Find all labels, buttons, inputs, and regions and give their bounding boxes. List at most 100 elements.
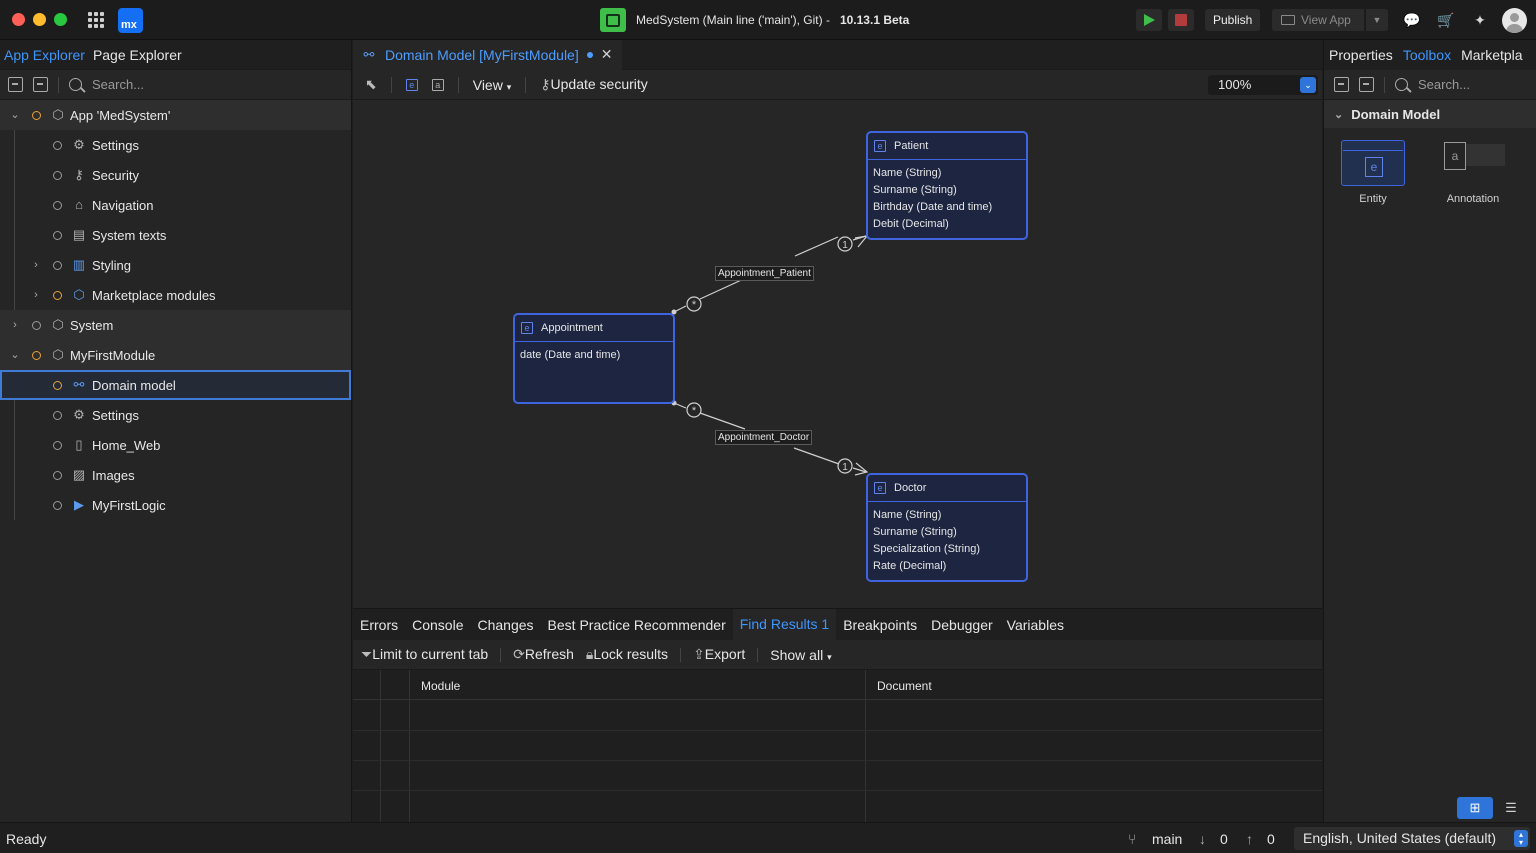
tree-item-module-settings[interactable]: ⚙ Settings	[0, 400, 351, 430]
tree-item-navigation[interactable]: ⌂ Navigation	[0, 190, 351, 220]
view-menu[interactable]: View ▾	[473, 77, 512, 93]
tab-best-practice-recommender[interactable]: Best Practice Recommender	[547, 616, 726, 633]
entity-attribute[interactable]: Name (String)	[873, 167, 942, 179]
tab-variables[interactable]: Variables	[1006, 616, 1064, 633]
branch-name[interactable]: main	[1152, 831, 1183, 847]
minimize-window-button[interactable]	[33, 13, 46, 26]
tab-domain-model[interactable]: ⚯ Domain Model [MyFirstModule] ✕	[353, 39, 623, 70]
tree-item-home-web[interactable]: ▯ Home_Web	[0, 430, 351, 460]
association-label-appointment-patient[interactable]: Appointment_Patient	[715, 266, 814, 281]
toolbox-search-input[interactable]: Search...	[1418, 77, 1471, 92]
chevron-down-icon[interactable]: ⌄	[1300, 77, 1316, 93]
user-avatar[interactable]	[1502, 8, 1527, 33]
publish-button[interactable]: Publish	[1205, 9, 1261, 31]
tree-item-logic[interactable]: ▶ MyFirstLogic	[0, 490, 351, 520]
app-grid-icon[interactable]	[88, 12, 104, 28]
entity-attribute[interactable]: Birthday (Date and time)	[873, 201, 993, 213]
tree-item-styling[interactable]: › ▥ Styling	[0, 250, 351, 280]
tree-item-system-texts[interactable]: ▤ System texts	[0, 220, 351, 250]
tab-breakpoints[interactable]: Breakpoints	[843, 616, 918, 633]
entity-header: e Patient	[868, 133, 1026, 160]
chevron-down-icon[interactable]: ⌄	[10, 349, 20, 361]
stop-button[interactable]	[1168, 9, 1194, 31]
tab-properties[interactable]: Properties	[1329, 47, 1393, 63]
chevron-down-icon[interactable]: ⌄	[1334, 108, 1344, 121]
tab-toolbox[interactable]: Toolbox	[1402, 47, 1452, 63]
entity-attribute[interactable]: Name (String)	[873, 509, 942, 521]
list-view-icon[interactable]: ☰	[1505, 800, 1517, 815]
entity-attribute[interactable]: Specialization (String)	[873, 543, 980, 555]
chevron-right-icon[interactable]: ›	[34, 259, 38, 271]
entity-patient[interactable]: e Patient Name (String) Surname (String)…	[866, 131, 1028, 240]
collapse-all-icon[interactable]	[1334, 77, 1349, 92]
find-results-toolbar: ⏷Limit to current tab ⟳Refresh 🔒︎Lock re…	[353, 640, 1322, 670]
close-window-button[interactable]	[12, 13, 25, 26]
add-entity-icon[interactable]: e	[405, 78, 418, 91]
tab-debugger[interactable]: Debugger	[931, 616, 993, 633]
chevron-right-icon[interactable]: ›	[34, 289, 38, 301]
view-app-dropdown[interactable]: ▼	[1366, 9, 1388, 31]
tab-errors[interactable]: Errors	[360, 616, 399, 633]
incoming-count[interactable]: 0	[1220, 831, 1228, 847]
show-all-dropdown[interactable]: Show all ▾	[770, 647, 831, 663]
association-label-appointment-doctor[interactable]: Appointment_Doctor	[715, 430, 813, 445]
add-annotation-icon[interactable]: a	[431, 78, 444, 91]
entity-attribute[interactable]: date (Date and time)	[520, 349, 621, 361]
entity-header: e Doctor	[868, 475, 1026, 502]
tree-item-settings[interactable]: ⚙ Settings	[0, 130, 351, 160]
gear-icon: ⚙	[73, 407, 85, 422]
limit-to-current-tab-button[interactable]: ⏷Limit to current tab	[361, 646, 488, 663]
view-app-button[interactable]: View App	[1272, 9, 1364, 31]
column-header-document[interactable]: Document	[877, 679, 932, 693]
outgoing-count[interactable]: 0	[1267, 831, 1275, 847]
chevron-right-icon[interactable]: ›	[13, 319, 17, 331]
refresh-button[interactable]: ⟳Refresh	[513, 646, 574, 663]
tab-console[interactable]: Console	[412, 616, 464, 633]
tree-item-domain-model[interactable]: ⚯ Domain model	[0, 370, 351, 400]
tab-page-explorer[interactable]: Page Explorer	[92, 46, 182, 63]
tab-find-results[interactable]: Find Results 1	[732, 609, 837, 640]
tree-item-images[interactable]: ▨ Images	[0, 460, 351, 490]
language-select[interactable]: English, United States (default) ▴▾	[1294, 827, 1530, 850]
chevron-down-icon[interactable]: ⌄	[10, 109, 20, 121]
expand-all-icon[interactable]	[1359, 77, 1374, 92]
tree-item-app[interactable]: ⌄ ⬡ App 'MedSystem'	[0, 100, 351, 130]
expand-all-icon[interactable]	[33, 77, 48, 92]
diagram-canvas[interactable]: * 1 * 1 Appointment_Patient Appointment_…	[353, 100, 1322, 608]
toolbox-item-entity[interactable]: e Entity	[1333, 140, 1413, 205]
toolbox-item-annotation[interactable]: a Annotation	[1433, 140, 1513, 205]
tab-app-explorer[interactable]: App Explorer	[4, 46, 85, 63]
association-line[interactable]	[699, 412, 746, 430]
chat-icon[interactable]: 💬	[1403, 12, 1421, 28]
app-explorer-search-input[interactable]: Search...	[92, 77, 145, 92]
association-line[interactable]	[793, 447, 840, 465]
lock-results-button[interactable]: 🔒︎Lock results	[586, 646, 668, 663]
association-line[interactable]	[852, 467, 867, 473]
toolbox-section-domain-model[interactable]: ⌄ Domain Model	[1324, 100, 1536, 128]
tree-item-marketplace-modules[interactable]: › ⬡ Marketplace modules	[0, 280, 351, 310]
tree-item-system[interactable]: › ⬡ System	[0, 310, 351, 340]
export-button[interactable]: ⇪Export	[693, 646, 745, 663]
run-button[interactable]	[1136, 9, 1162, 31]
column-header-module[interactable]: Module	[421, 679, 461, 693]
assist-sparkle-icon[interactable]: ✦	[1474, 12, 1486, 28]
entity-attribute[interactable]: Surname (String)	[873, 526, 957, 538]
tree-item-module[interactable]: ⌄ ⬡ MyFirstModule	[0, 340, 351, 370]
tab-marketplace[interactable]: Marketpla	[1461, 47, 1523, 63]
update-security-button[interactable]: ⚷Update security	[540, 76, 648, 93]
select-pointer-icon[interactable]: ⬉	[365, 76, 377, 92]
entity-attribute[interactable]: Debit (Decimal)	[873, 218, 949, 230]
entity-appointment[interactable]: e Appointment date (Date and time)	[513, 313, 675, 404]
entity-attribute[interactable]: Rate (Decimal)	[873, 560, 947, 572]
close-tab-icon[interactable]: ✕	[600, 46, 613, 62]
marketplace-cart-icon[interactable]: 🛒	[1437, 12, 1455, 28]
association-line[interactable]	[794, 236, 839, 257]
entity-attribute[interactable]: Surname (String)	[873, 184, 957, 196]
collapse-all-icon[interactable]	[8, 77, 23, 92]
tree-item-security[interactable]: ⚷ Security	[0, 160, 351, 190]
zoom-select[interactable]: 100% ⌄	[1208, 75, 1318, 95]
entity-doctor[interactable]: e Doctor Name (String) Surname (String) …	[866, 473, 1028, 582]
grid-view-icon[interactable]: ⊞	[1457, 797, 1493, 819]
maximize-window-button[interactable]	[54, 13, 67, 26]
tab-changes[interactable]: Changes	[477, 616, 534, 633]
